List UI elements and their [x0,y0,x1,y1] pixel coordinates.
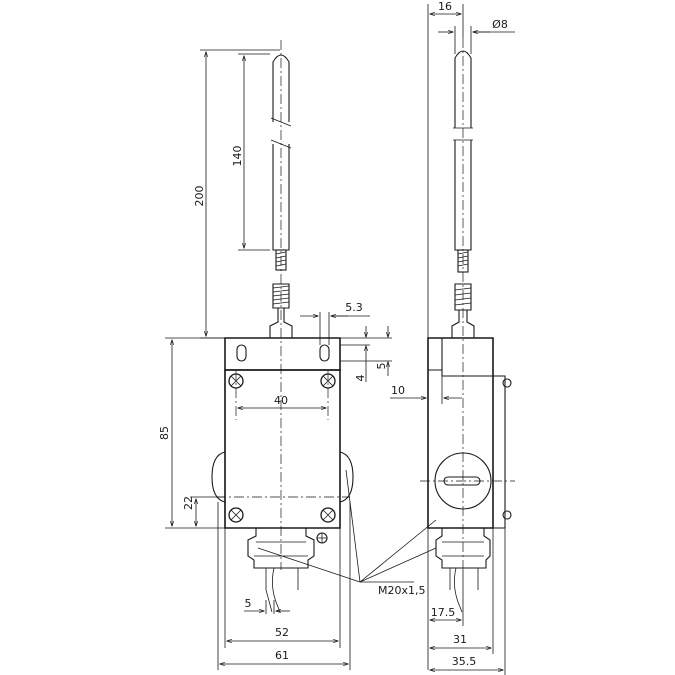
side-view [420,38,515,613]
screw-bottom-right [320,507,336,523]
dim-rod-diameter: Ø8 [492,18,508,31]
dim-overall-width: 61 [275,649,289,662]
dim-mount-spacing: 40 [274,394,288,407]
dim-rod-length: 140 [231,146,244,167]
dimension-labels: 200 140 85 22 40 5.3 4 5 5 52 61 16 Ø8 1… [158,0,508,668]
dim-side-depth: 31 [453,633,467,646]
dim-overall-depth: 35.5 [452,655,477,668]
dimension-lines [165,4,515,675]
thread-label: M20x1,5 [378,584,426,597]
ground-terminal [316,532,328,544]
dim-side-offset: 10 [391,384,405,397]
front-view [211,40,354,613]
dim-cable-gland-offset: 17.5 [431,606,456,619]
dim-body-width: 52 [275,626,289,639]
dim-slot-top: 4 [354,375,367,382]
dim-body-height: 85 [158,426,171,440]
side-screw-top [502,378,512,388]
dim-slot-height: 5 [375,363,388,370]
side-bulge-right [339,451,354,503]
dim-slot-offset: 22 [182,496,195,510]
dim-total-height: 200 [193,186,206,207]
housing-head [224,337,341,371]
dim-slot-width: 5.3 [345,301,363,314]
mount-slot-left [236,344,247,362]
dim-rod-offset: 16 [438,0,452,13]
side-cable-gland [435,528,491,569]
screw-bottom-left [228,507,244,523]
dim-cable-offset: 5 [245,597,252,610]
side-lid [493,375,506,529]
side-housing [427,337,494,529]
side-bulge-left [211,451,226,503]
mount-slot-right [319,344,330,362]
side-screw-bottom [502,510,512,520]
